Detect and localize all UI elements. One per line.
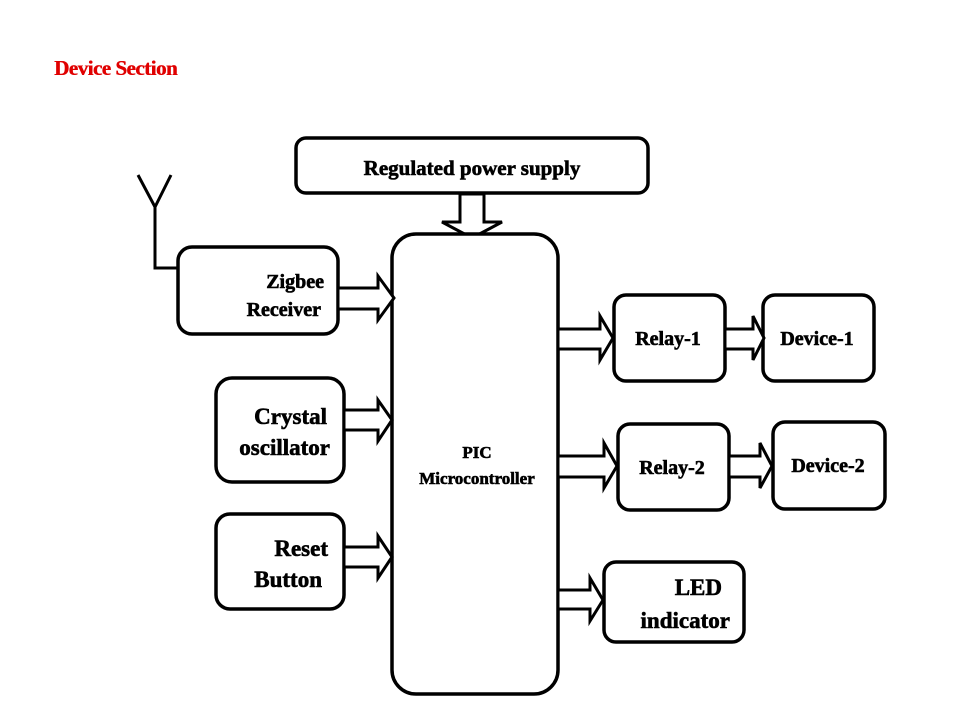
block-relay-1: Relay-1 (612, 293, 727, 383)
block-relay-2: Relay-2 (616, 422, 731, 512)
power-supply-label: Regulated power supply (364, 156, 581, 180)
crystal-label-line-2: oscillator (239, 435, 330, 460)
pic-label-line-2: Microcontroller (419, 469, 535, 488)
arrow-pic-to-relay-2 (556, 437, 619, 494)
arrow-zigbee-to-pic (336, 271, 396, 325)
block-led-indicator: LED indicator (602, 560, 746, 644)
device-2-label: Device-2 (791, 455, 864, 477)
led-label-line-2: indicator (641, 608, 730, 633)
crystal-label-line-1: Crystal (254, 404, 327, 429)
arrow-crystal-to-pic (342, 395, 394, 446)
relay-1-label: Relay-1 (635, 328, 701, 350)
block-crystal-oscillator: Crystal oscillator (214, 376, 346, 484)
block-device-2: Device-2 (771, 420, 887, 511)
diagram-title: Device Section (54, 56, 178, 80)
led-label-line-1: LED (675, 575, 722, 600)
zigbee-label-line-1: Zigbee (266, 271, 324, 293)
arrow-power-to-pic (441, 192, 503, 240)
arrow-pic-to-relay-1 (556, 310, 615, 366)
block-pic-microcontroller: PIC Microcontroller (390, 232, 560, 696)
block-power-supply: Regulated power supply (294, 136, 650, 195)
arrow-reset-to-pic (342, 531, 394, 583)
block-zigbee-receiver: Zigbee Receiver (176, 245, 340, 336)
antenna-icon (136, 174, 182, 270)
arrow-pic-to-led (556, 572, 605, 627)
arrow-relay-1-to-device-1 (723, 315, 766, 361)
reset-label-line-2: Button (254, 567, 322, 592)
arrow-relay-2-to-device-2 (727, 442, 774, 489)
device-1-label: Device-1 (780, 328, 853, 350)
block-reset-button: Reset Button (214, 512, 346, 611)
relay-2-label: Relay-2 (639, 457, 705, 479)
block-device-1: Device-1 (761, 293, 876, 383)
zigbee-label-line-2: Receiver (247, 299, 322, 321)
pic-label-line-1: PIC (462, 443, 491, 462)
reset-label-line-1: Reset (274, 536, 328, 561)
